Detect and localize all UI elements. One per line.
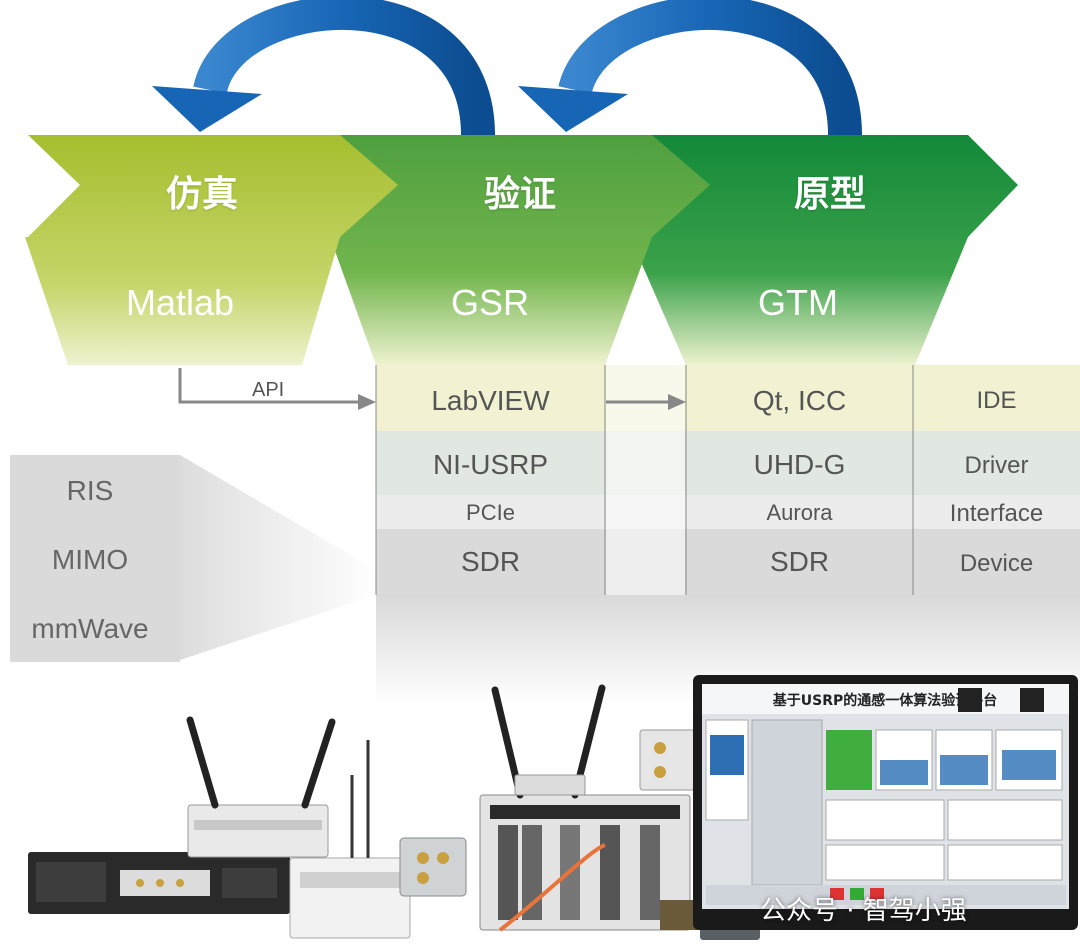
rf-frontend [399, 837, 467, 897]
gtm-driver-cell: UHD-G [753, 449, 846, 480]
tech-label-mimo: MIMO [51, 544, 129, 575]
stage-gtm-shape [630, 135, 1018, 365]
gtm-interface-cell: Aurora [766, 500, 833, 525]
api-label: API [252, 379, 285, 401]
usrp-box-2 [289, 857, 411, 939]
monitor-screen-title: 基于USRP的通感一体算法验证平台 [772, 693, 998, 709]
stage-title-gtm: 原型 [793, 174, 866, 215]
row-ide-bg [376, 365, 1080, 431]
stage-tool-gsr: GSR [450, 282, 529, 323]
layer-name-device: Device [959, 550, 1034, 577]
stage-title-gsr: 验证 [483, 174, 556, 215]
stage-tool-gtm: GTM [758, 282, 838, 323]
stage-tool-sim: Matlab [125, 282, 235, 323]
stage-title-sim: 仿真 [165, 174, 238, 215]
gsr-to-gtm-arrow [606, 394, 686, 410]
gsr-ide-cell: LabVIEW [431, 385, 550, 416]
row-device-bg [376, 529, 1080, 595]
gtm-device-cell: SDR [769, 546, 830, 577]
tech-label-ris: RIS [66, 475, 114, 506]
layer-name-ide: IDE [976, 387, 1017, 414]
api-arrow [178, 368, 376, 410]
watermark: 公众号 · 智驾小强 [760, 896, 967, 926]
arrow-back-gtm-to-gsr [518, 0, 862, 136]
gtm-ide-cell: Qt, ICC [752, 385, 847, 416]
row-driver-bg [376, 431, 1080, 495]
rf-module [639, 729, 701, 791]
stage-sim-shape [25, 135, 398, 365]
layer-name-driver: Driver [964, 452, 1029, 479]
spotlight-beam [180, 455, 376, 660]
arrow-back-gsr-to-sim [152, 0, 495, 136]
layer-name-interface: Interface [949, 500, 1044, 527]
stage-gsr-shape [330, 135, 710, 365]
gsr-driver-cell: NI-USRP [432, 449, 549, 480]
hardware-photo [28, 675, 1078, 940]
usrp-box-1 [187, 804, 329, 858]
gsr-interface-cell: PCIe [466, 500, 515, 525]
tech-label-mmwave: mmWave [31, 613, 149, 644]
row-interface-bg [376, 495, 1080, 529]
gsr-device-cell: SDR [460, 546, 521, 577]
tech-panel [10, 455, 180, 662]
